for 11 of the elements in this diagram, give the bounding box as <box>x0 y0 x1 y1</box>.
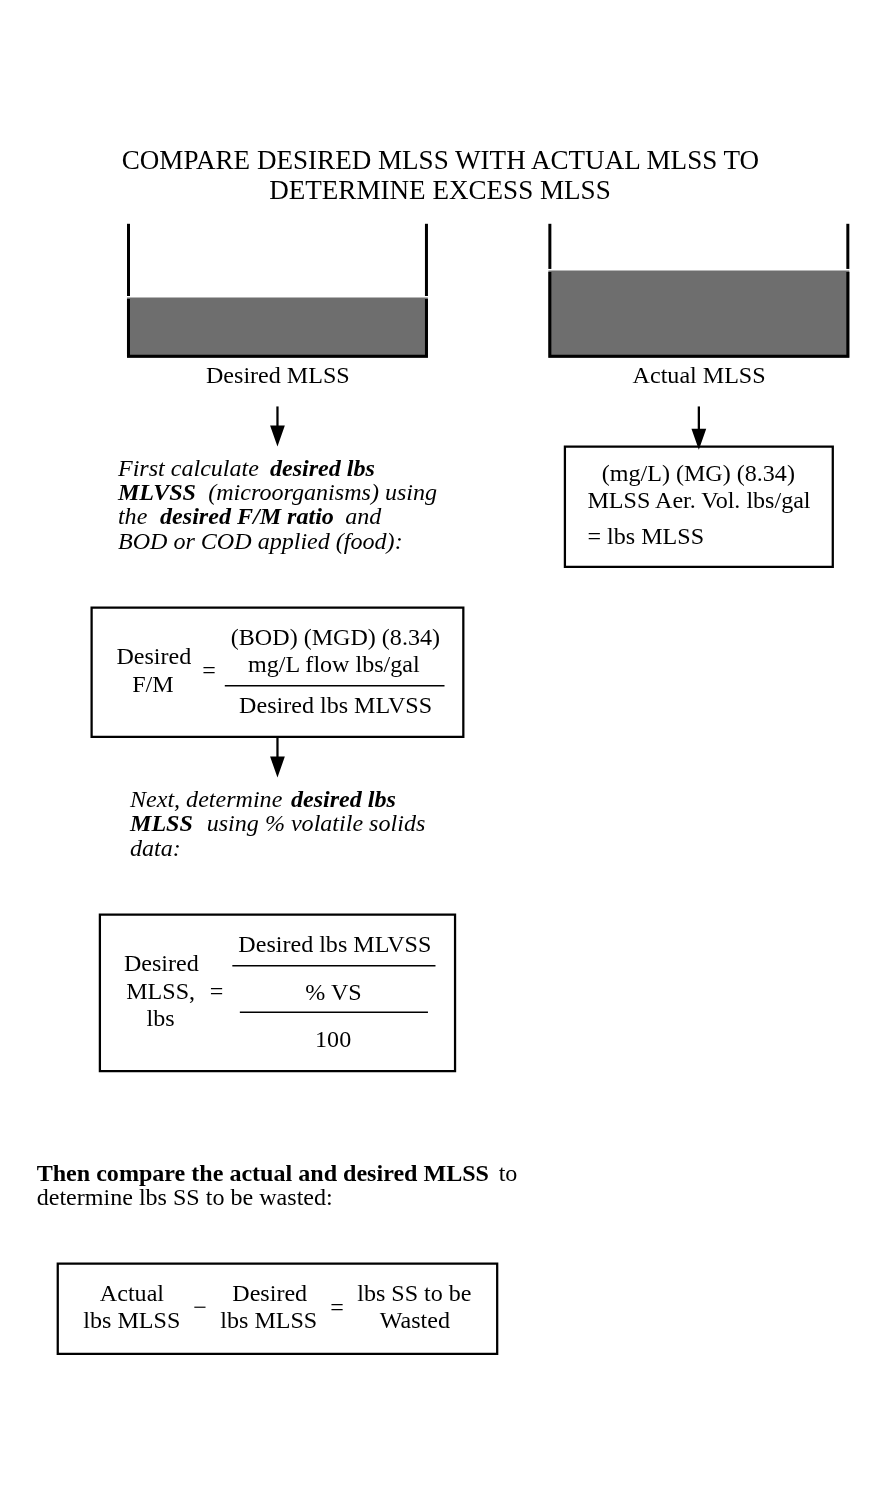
node-label: Actual MLSS <box>632 361 766 388</box>
arrow <box>270 405 285 447</box>
node-text: First calculate desired lbs MLVSS (microorganisms) using the desired F/M ratio and BOD or COD applied (food): <box>117 454 438 554</box>
arrow <box>691 405 707 450</box>
node-box: Desired MLSS, lbs = Desired lbs MLVSS % VS 100 <box>98 912 457 1072</box>
diagram-title: COMPARE DESIRED MLSS WITH ACTUAL MLSS TO DETERMINE EXCESS MLSS <box>121 144 760 205</box>
label: Then compare the actual and desired MLSS to determine lbs SS to be wasted: <box>36 1159 518 1210</box>
arrow <box>270 736 285 778</box>
node-text: Next, determine desired lbs MLSS using % volatile solids data: <box>129 785 426 861</box>
node-label: Desired MLSS <box>205 361 350 388</box>
node-box: (mg/L) (MG) (8.34) MLSS Aer. Vol. lbs/gal = lbs MLSS <box>563 444 834 568</box>
